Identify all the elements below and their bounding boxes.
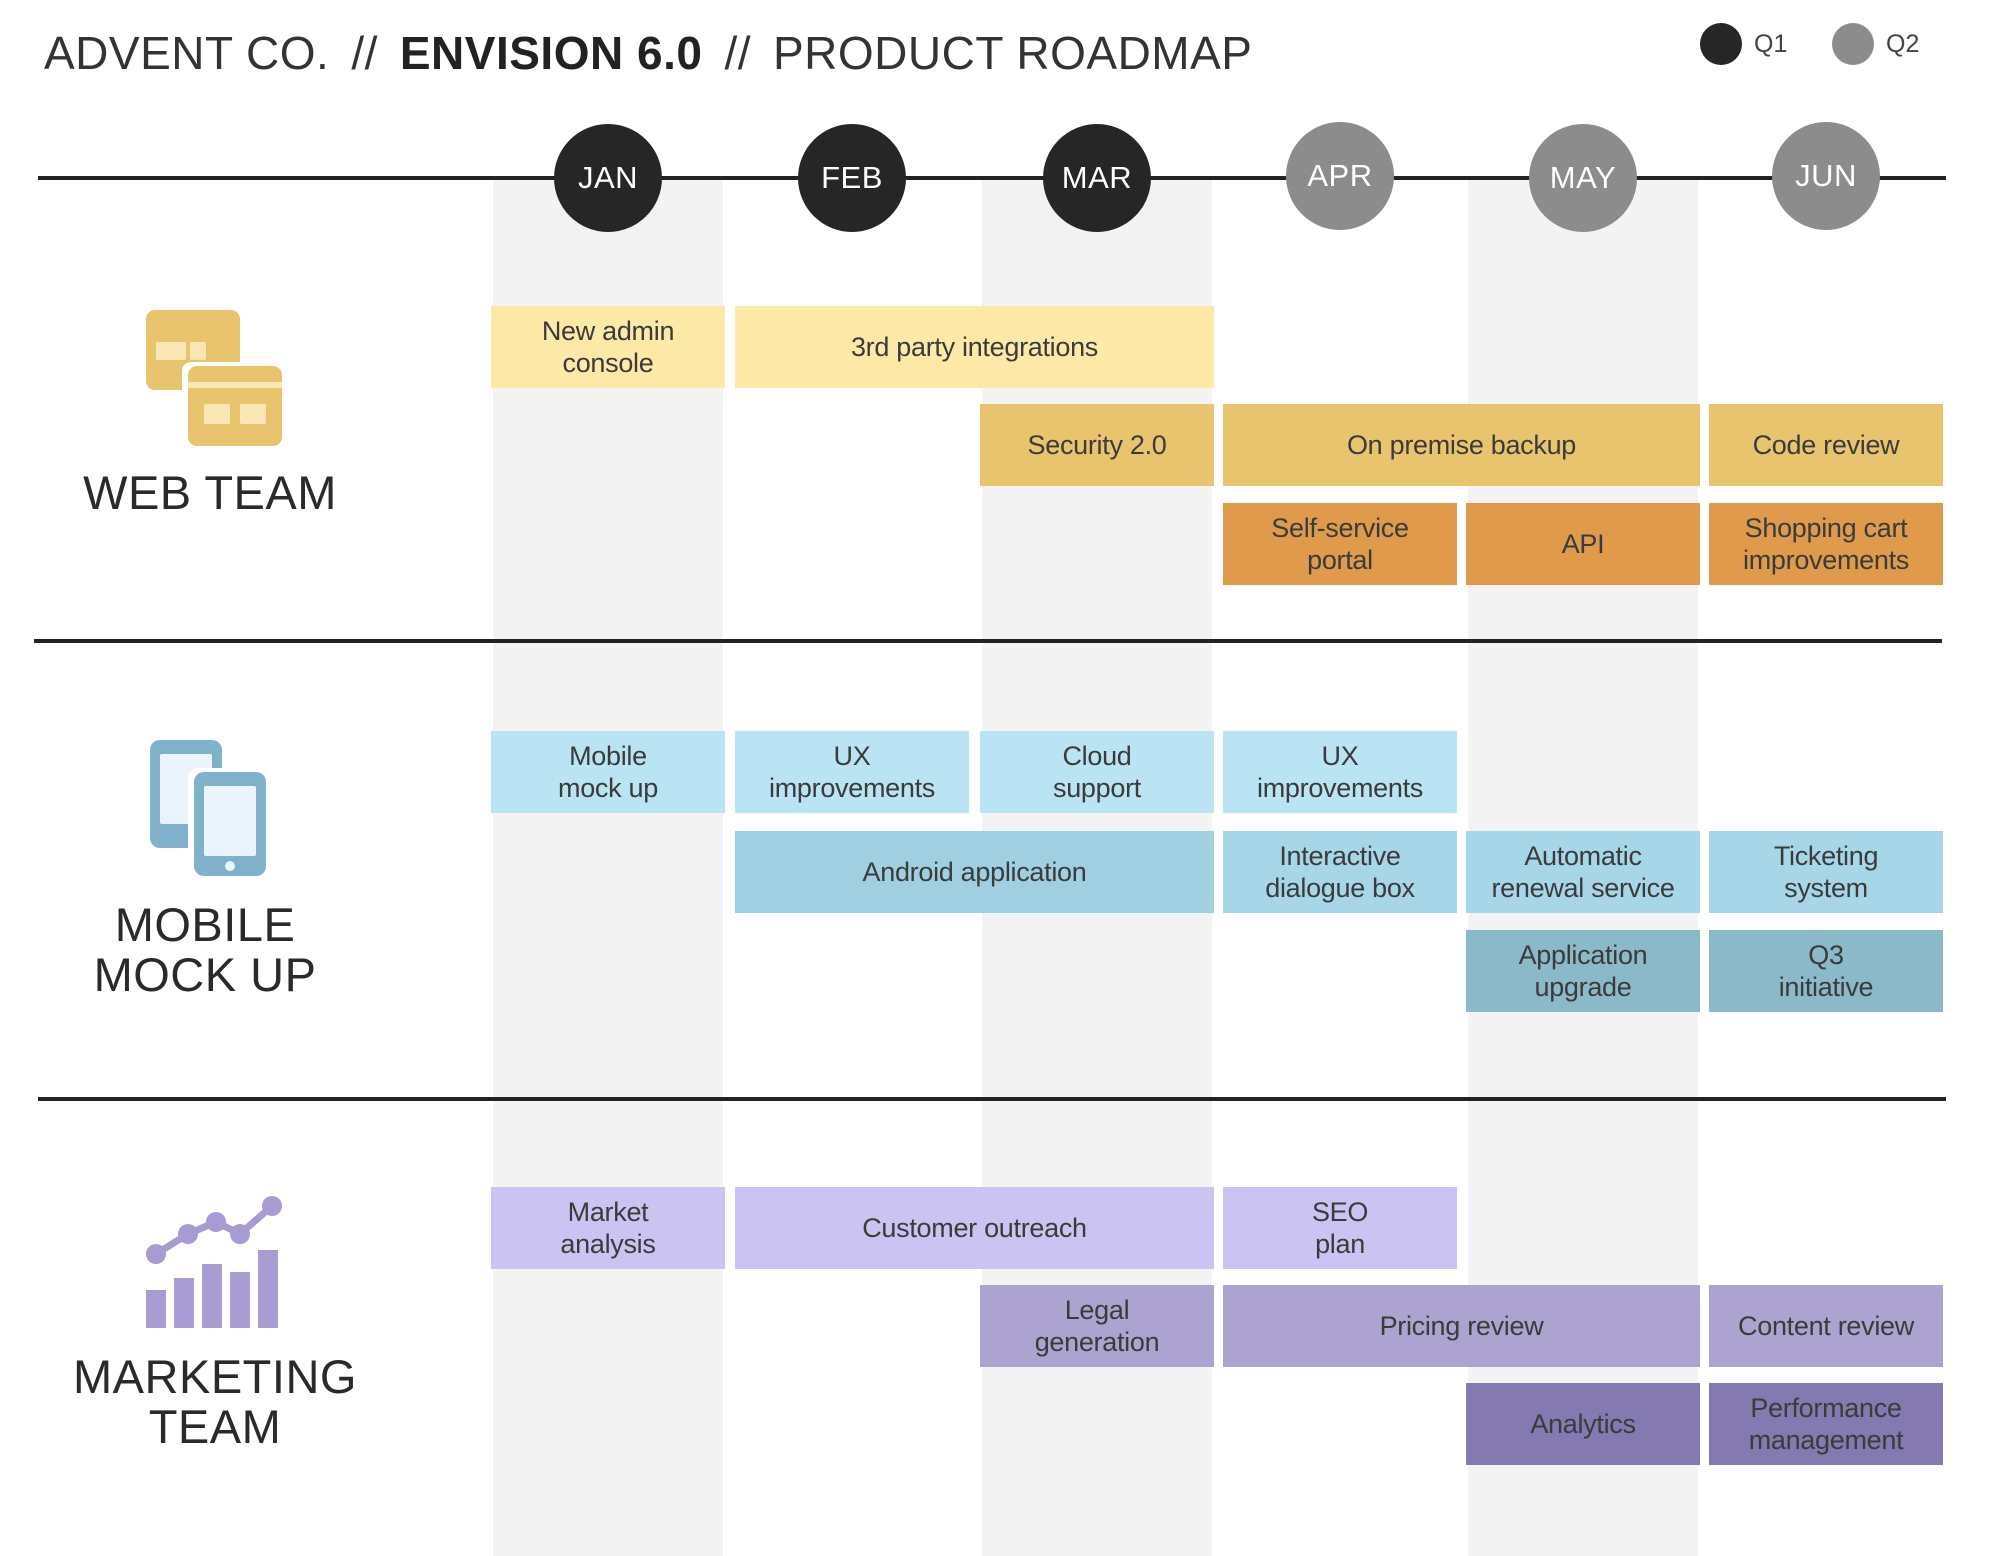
page-title: ADVENT CO. // ENVISION 6.0 // PRODUCT ROADMA…: [44, 26, 1252, 80]
team-divider: [34, 639, 1942, 643]
month-column-band: [493, 180, 723, 1556]
team-label-marketing-text: MARKETING TEAM: [73, 1350, 357, 1453]
month-marker-feb: FEB: [798, 124, 906, 232]
month-marker-apr: APR: [1286, 122, 1394, 230]
product-name: ENVISION 6.0: [399, 27, 703, 79]
task-bar[interactable]: Android application: [735, 831, 1214, 913]
legend-item-q1: Q1: [1700, 20, 1787, 68]
browser-windows-icon: [146, 310, 282, 446]
task-bar[interactable]: Performance management: [1709, 1383, 1943, 1465]
task-bar[interactable]: Legal generation: [980, 1285, 1214, 1367]
month-marker-may: MAY: [1529, 124, 1637, 232]
task-bar[interactable]: Shopping cart improvements: [1709, 503, 1943, 585]
task-bar[interactable]: Interactive dialogue box: [1223, 831, 1457, 913]
task-bar[interactable]: Security 2.0: [980, 404, 1214, 486]
mobile-devices-icon: [150, 740, 270, 876]
roadmap-subtitle: PRODUCT ROADMAP: [773, 27, 1253, 79]
task-bar[interactable]: Self-service portal: [1223, 503, 1457, 585]
task-bar[interactable]: SEO plan: [1223, 1187, 1457, 1269]
task-bar[interactable]: UX improvements: [1223, 731, 1457, 813]
legend-label: Q1: [1754, 29, 1788, 58]
task-bar[interactable]: Customer outreach: [735, 1187, 1214, 1269]
task-bar[interactable]: Market analysis: [491, 1187, 725, 1269]
title-separator: //: [351, 27, 378, 79]
team-label-mobile: MOBILE MOCK UP: [60, 900, 350, 1000]
legend-dot: [1832, 23, 1874, 65]
task-bar[interactable]: Q3 initiative: [1709, 930, 1943, 1012]
task-bar[interactable]: Application upgrade: [1466, 930, 1700, 1012]
task-bar[interactable]: 3rd party integrations: [735, 306, 1214, 388]
team-label-mobile-text: MOBILE MOCK UP: [93, 898, 317, 1001]
legend-label: Q2: [1886, 29, 1920, 58]
legend-item-q2: Q2: [1832, 20, 1919, 68]
task-bar[interactable]: On premise backup: [1223, 404, 1700, 486]
task-bar[interactable]: Analytics: [1466, 1383, 1700, 1465]
team-divider: [38, 1097, 1946, 1101]
month-marker-mar: MAR: [1043, 124, 1151, 232]
task-bar[interactable]: API: [1466, 503, 1700, 585]
company-name: ADVENT CO.: [44, 27, 330, 79]
legend-dot: [1700, 23, 1742, 65]
task-bar[interactable]: Mobile mock up: [491, 731, 725, 813]
task-bar[interactable]: Pricing review: [1223, 1285, 1700, 1367]
title-separator: //: [724, 27, 751, 79]
growth-chart-icon: [146, 1196, 282, 1328]
task-bar[interactable]: UX improvements: [735, 731, 969, 813]
team-label-marketing: MARKETING TEAM: [60, 1352, 370, 1452]
team-label-web: WEB TEAM: [83, 466, 337, 519]
month-marker-jun: JUN: [1772, 122, 1880, 230]
task-bar[interactable]: Content review: [1709, 1285, 1943, 1367]
timeline-axis: [38, 176, 1946, 180]
month-marker-jan: JAN: [554, 124, 662, 232]
task-bar[interactable]: Ticketing system: [1709, 831, 1943, 913]
task-bar[interactable]: Cloud support: [980, 731, 1214, 813]
task-bar[interactable]: Automatic renewal service: [1466, 831, 1700, 913]
task-bar[interactable]: Code review: [1709, 404, 1943, 486]
task-bar[interactable]: New admin console: [491, 306, 725, 388]
